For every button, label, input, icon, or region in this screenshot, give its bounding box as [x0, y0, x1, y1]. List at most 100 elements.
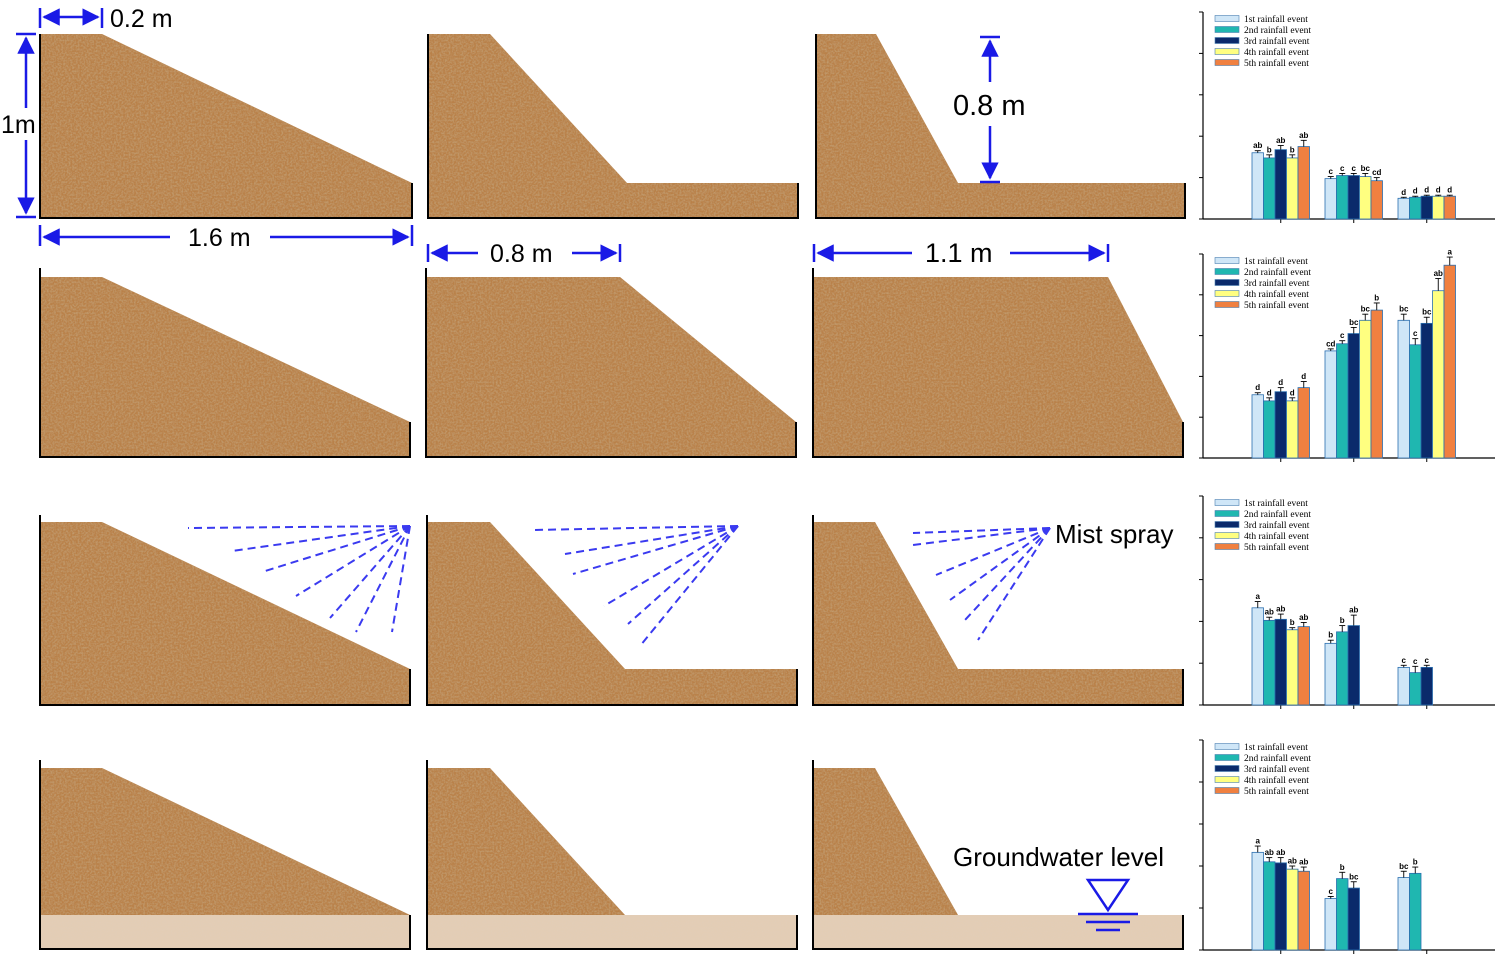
significance-label: d: [1301, 372, 1306, 381]
bar: [1263, 619, 1276, 706]
groundwater-layer-3: [813, 915, 1183, 949]
significance-label: ab: [1299, 613, 1308, 622]
bar: [1324, 350, 1337, 459]
bar: [1409, 672, 1422, 706]
significance-label: bc: [1361, 164, 1371, 173]
bar: [1397, 319, 1410, 459]
significance-label: d: [1290, 388, 1295, 397]
significance-label: ab: [1276, 136, 1285, 145]
slope-1-3: [816, 34, 1185, 218]
significance-label: bc: [1349, 872, 1359, 881]
ground-frames-row-1: [39, 34, 1186, 219]
legend-swatch: [1214, 776, 1240, 783]
base-length-label: 1.6 m: [188, 224, 251, 252]
bar: [1263, 157, 1276, 220]
slope-4-2: [427, 768, 625, 915]
slope-1-2: [428, 34, 798, 218]
significance-label: ab: [1349, 606, 1358, 615]
significance-label: c: [1413, 657, 1418, 666]
legend-swatch: [1214, 279, 1240, 286]
bar: [1420, 322, 1433, 459]
bar: [1336, 343, 1349, 459]
legend-swatch: [1214, 15, 1240, 22]
significance-label: d: [1436, 186, 1441, 195]
bar: [1420, 195, 1433, 220]
significance-label: ab: [1299, 858, 1308, 867]
mist-spray-label: Mist spray: [1055, 519, 1173, 549]
bar: [1409, 344, 1422, 459]
significance-label: ab: [1265, 848, 1274, 857]
dimension-annotations: [16, 8, 1110, 262]
significance-label: d: [1447, 186, 1452, 195]
bar: [1420, 666, 1433, 706]
bar: [1274, 618, 1287, 706]
significance-label: a: [1256, 592, 1261, 601]
legend-entry: 4th rainfall event: [1244, 289, 1309, 300]
legend-entry: 3rd rainfall event: [1244, 36, 1310, 47]
significance-label: ab: [1265, 608, 1274, 617]
bar: [1251, 851, 1264, 951]
significance-label: b: [1374, 293, 1379, 302]
row-4-groundwater: Groundwater level: [39, 760, 1184, 950]
legend-entry: 1st rainfall event: [1244, 498, 1308, 509]
significance-label: d: [1278, 378, 1283, 387]
slope-3-1: [40, 522, 410, 704]
significance-label: ab: [1434, 269, 1443, 278]
slope-4-1: [40, 768, 410, 915]
legend-entry: 5th rainfall event: [1244, 542, 1309, 553]
bar: [1274, 862, 1287, 951]
spray-lines: [187, 525, 1051, 647]
legend-swatch: [1214, 26, 1240, 33]
significance-label: c: [1402, 656, 1407, 665]
slope-2-3: [813, 277, 1183, 456]
slope-2-1: [40, 277, 410, 456]
significance-label: d: [1413, 187, 1418, 196]
bar: [1274, 391, 1287, 459]
legend-entry: 3rd rainfall event: [1244, 278, 1310, 289]
legend-swatch: [1214, 510, 1240, 517]
slope-1-1: [40, 34, 412, 218]
legend-swatch: [1214, 543, 1240, 550]
bar: [1443, 195, 1456, 220]
legend-entry: 2nd rainfall event: [1244, 267, 1311, 278]
row-1-natural-slopes: 0.2 m 1m 1.6 m 0.8 m 0.8 m 1.1 m: [1, 5, 1186, 268]
bar: [1347, 625, 1360, 706]
bench-height-label: 0.8 m: [953, 90, 1026, 122]
legend-entry: 5th rainfall event: [1244, 300, 1309, 311]
legend-entry: 2nd rainfall event: [1244, 753, 1311, 764]
significance-label: c: [1340, 164, 1345, 173]
bar: [1409, 196, 1422, 220]
significance-label: bc: [1399, 862, 1409, 871]
legend-swatch: [1214, 787, 1240, 794]
water-table-icon: [1078, 878, 1138, 932]
significance-label: c: [1329, 167, 1334, 176]
bar: [1397, 877, 1410, 951]
bar: [1336, 878, 1349, 951]
bar: [1347, 887, 1360, 951]
legend-entry: 4th rainfall event: [1244, 47, 1309, 58]
bar: [1347, 175, 1360, 220]
legend-entry: 3rd rainfall event: [1244, 520, 1310, 531]
significance-label: a: [1256, 837, 1261, 846]
bar: [1397, 197, 1410, 220]
legend-entry: 5th rainfall event: [1244, 58, 1309, 69]
significance-label: b: [1267, 145, 1272, 154]
bar: [1370, 180, 1383, 220]
bar: [1297, 870, 1310, 951]
bar: [1251, 394, 1264, 459]
significance-label: ab: [1253, 141, 1262, 150]
bar: [1324, 898, 1337, 951]
bar: [1251, 152, 1264, 220]
significance-label: bc: [1422, 308, 1432, 317]
legend-swatch: [1214, 754, 1240, 761]
significance-label: bc: [1349, 318, 1359, 327]
legend-swatch: [1214, 765, 1240, 772]
legend-entry: 1st rainfall event: [1244, 14, 1308, 25]
significance-label: b: [1290, 618, 1295, 627]
legend-swatch: [1214, 48, 1240, 55]
bar: [1263, 861, 1276, 951]
bar: [1297, 387, 1310, 459]
